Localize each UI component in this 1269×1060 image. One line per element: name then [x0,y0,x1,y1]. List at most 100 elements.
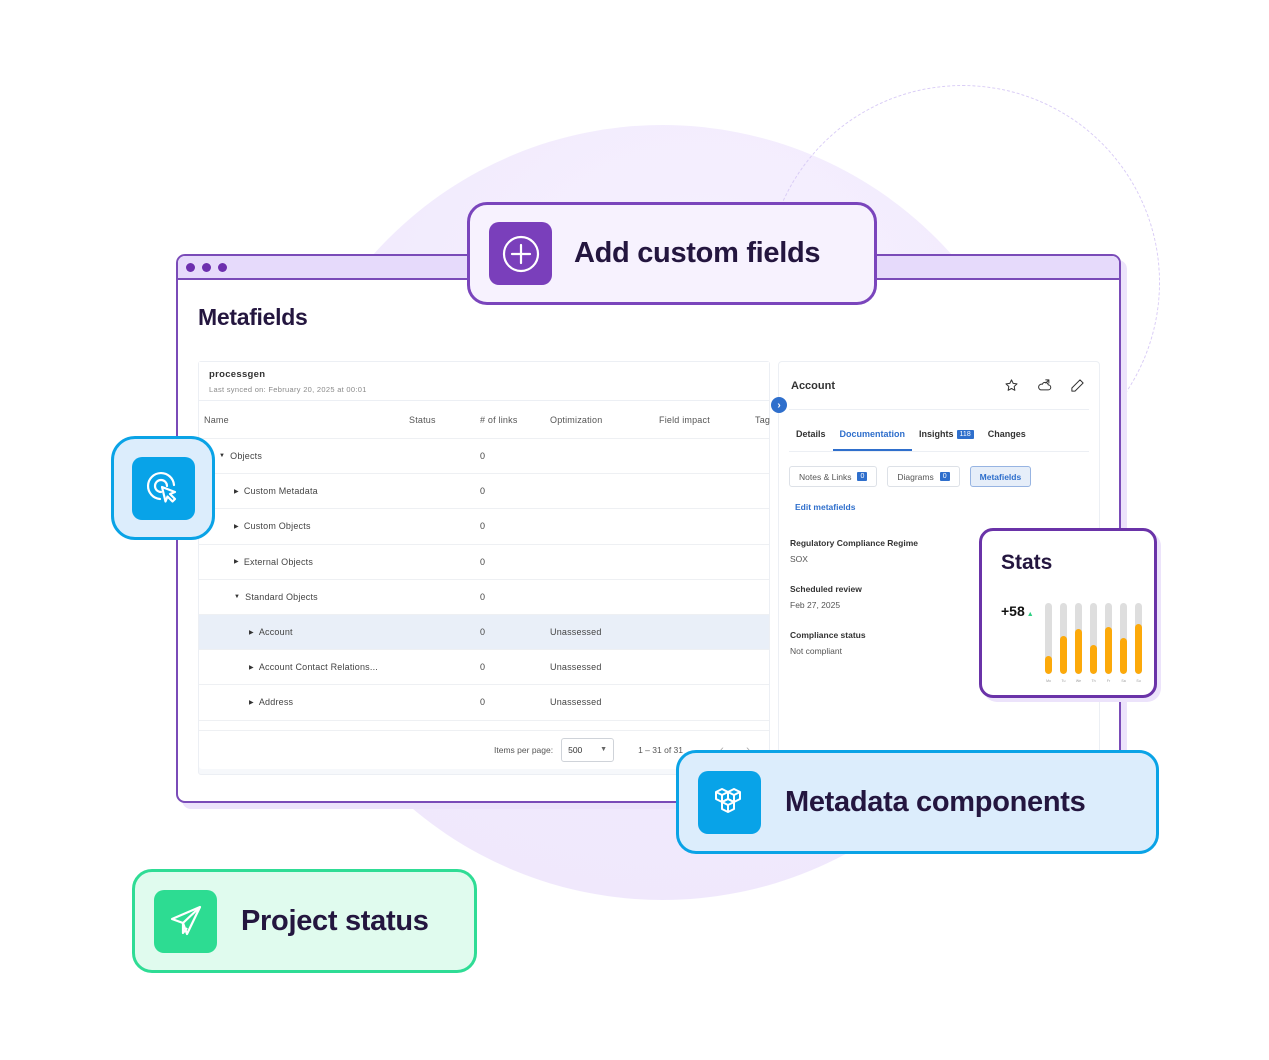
bar-track [1060,603,1067,674]
row-links: 0 [480,627,486,638]
callout-label: Add custom fields [574,237,821,269]
window-dot-icon[interactable] [218,262,227,272]
window-dot-icon[interactable] [186,262,195,272]
field-label: Scheduled review [790,584,862,594]
pencil-icon[interactable] [1070,378,1085,393]
column-header-tag[interactable]: Tag [755,414,771,425]
paginator: Items per page: 500 ▼ 1 – 31 of 31 ‹ › [199,730,769,769]
table-spacer [199,720,769,731]
bar-label: Mo [1046,679,1051,683]
callout-label: Metadata components [785,785,1086,818]
row-links: 0 [480,662,486,673]
row-links: 0 [480,451,486,462]
window-dot-icon[interactable] [202,262,211,272]
row-name-cell: ▶Account Contact Relations... [199,662,404,672]
bar-label: We [1075,679,1082,683]
column-header-optimization[interactable]: Optimization [550,414,603,425]
column-header-status[interactable]: Status [409,414,436,425]
paper-plane-icon [154,889,217,953]
collapse-panel-button[interactable]: › [771,397,787,413]
column-header-links[interactable]: # of links [480,414,518,425]
bar-fill [1090,644,1097,674]
bar-column: We [1075,603,1082,683]
bar-fill [1105,627,1112,674]
bar-column: Su [1135,603,1142,683]
tab-documentation[interactable]: Documentation [832,429,913,451]
bar-fill [1120,637,1127,674]
column-header-field-impact[interactable]: Field impact [659,414,710,425]
column-header-name[interactable]: Name [204,414,229,425]
bar-track [1105,603,1112,674]
row-name: External Objects [243,556,314,567]
chevron-down-icon: ▼ [600,746,608,753]
caret-right-icon[interactable]: ▶ [249,664,254,671]
chip-notes-links[interactable]: Notes & Links 0 [789,466,878,487]
tab-label: Details [796,429,826,439]
row-name-cell: ▶ External Objects [199,557,404,567]
row-name-cell: ▶Custom Metadata [199,486,404,496]
notes-count-badge: 0 [857,472,868,481]
bar-label: Th [1091,679,1096,683]
caret-right-icon[interactable]: ▶ [234,559,239,566]
previous-page-button[interactable]: ‹ [713,744,731,756]
next-page-button[interactable]: › [739,744,757,756]
row-name: Address [258,697,294,708]
bar-label: Tu [1061,679,1066,683]
bar-fill [1075,629,1082,674]
diagrams-count-badge: 0 [939,472,950,481]
caret-down-icon[interactable]: ▼ [234,593,241,600]
field-value: Not compliant [790,646,842,656]
tab-changes[interactable]: Changes [981,429,1033,451]
edit-metafields-link[interactable]: Edit metafields [795,502,856,512]
chip-metafields[interactable]: Metafields [969,466,1032,487]
items-per-page-value: 500 [568,744,583,755]
bar-track [1135,603,1142,674]
project-status-callout: Project status [132,869,477,973]
tab-details[interactable]: Details [789,429,833,451]
callout-label: Project status [241,904,429,937]
org-name: processgen [209,369,266,380]
tab-label: Insights [919,429,954,439]
table-row[interactable]: ▶ Custom Objects 0 [199,509,769,545]
bar-track [1090,603,1097,674]
page-range: 1 – 31 of 31 [638,744,683,755]
insights-count-badge: 118 [956,429,974,439]
bar-track [1075,603,1082,674]
tab-label: Documentation [839,429,906,439]
app-window: Metafields processgen Last synced on: Fe… [176,254,1121,803]
items-per-page-select[interactable]: 500 ▼ [561,737,615,762]
row-links: 0 [480,521,486,532]
bar-column: Mo [1045,603,1052,683]
click-cursor-callout [111,436,215,540]
caret-down-icon[interactable]: ▼ [219,453,226,460]
row-name-cell: ▶ Custom Objects [199,521,404,531]
plus-circle-icon [489,222,552,285]
star-icon[interactable] [1004,378,1019,393]
row-name: Custom Objects [243,521,311,532]
page-title: Metafields [198,304,308,330]
row-name: Standard Objects [245,591,318,602]
caret-right-icon[interactable]: ▶ [249,629,254,636]
row-links: 0 [480,697,486,708]
caret-right-icon[interactable]: ▶ [234,488,239,495]
tab-label: Changes [987,429,1026,439]
metadata-table-card: processgen Last synced on: February 20, … [198,361,770,775]
stats-value: +58▲ [1001,603,1034,619]
bar-column: Sa [1120,603,1127,683]
caret-right-icon[interactable]: ▶ [249,699,254,706]
cloud-share-icon[interactable] [1037,378,1052,393]
chip-label: Notes & Links [799,471,852,482]
caret-right-icon[interactable]: ▶ [234,523,239,530]
